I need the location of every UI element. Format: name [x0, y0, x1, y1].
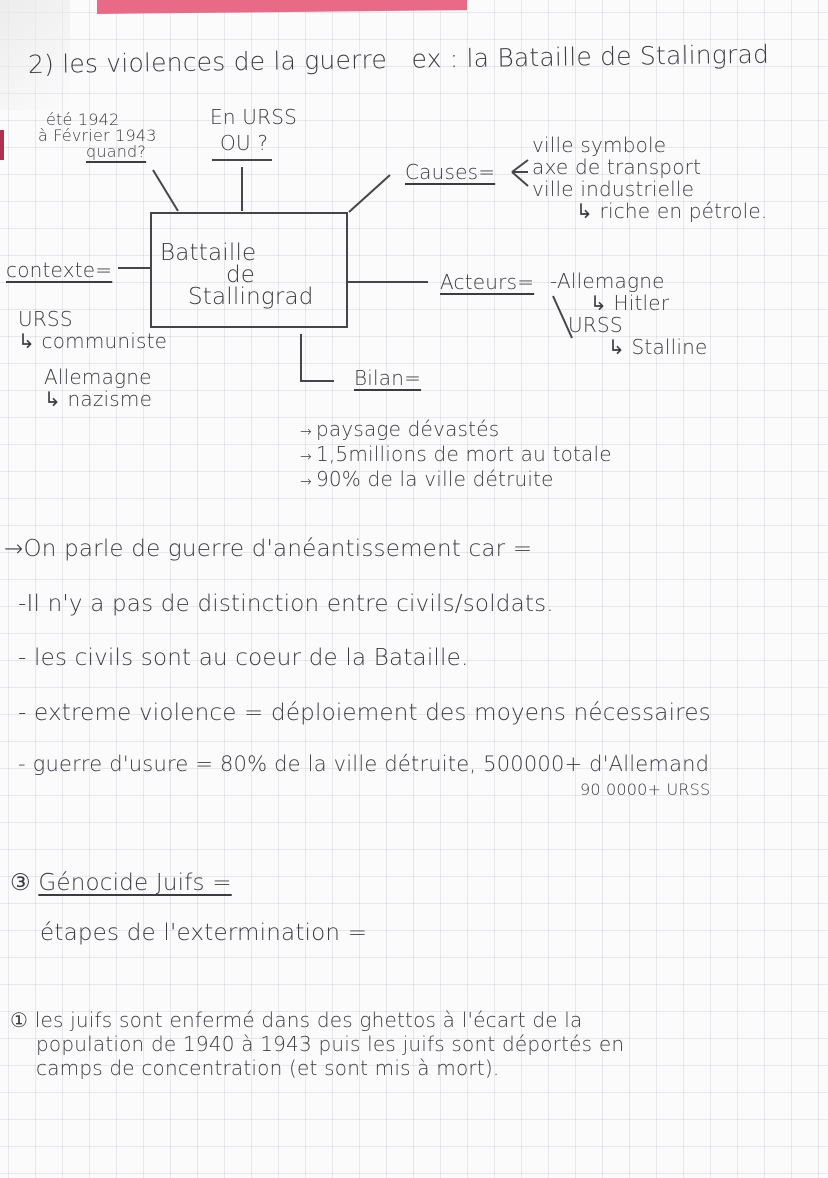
- genocide-heading: ③ Génocide Juifs =: [10, 870, 232, 896]
- aneantissement-point: - extreme violence = déploiement des moy…: [18, 700, 711, 726]
- acteurs-list: -Allemagne ↳ Hitler URSS ↳ Stalline: [550, 270, 708, 358]
- genocide-title: Génocide Juifs =: [38, 870, 232, 896]
- step-line: population de 1940 à 1943 puis les juifs…: [36, 1032, 625, 1056]
- step-number: ①: [10, 1008, 29, 1032]
- contexte-item: URSS: [18, 307, 73, 331]
- quand-date-end: à Février 1943: [38, 126, 157, 145]
- arrow-right-icon: →: [300, 474, 312, 490]
- contexte-item: ↳ nazisme: [44, 387, 153, 411]
- contexte-item: ↳ communiste: [18, 329, 168, 353]
- ou-node: En URSS OU ?: [210, 104, 297, 156]
- bilan-item: →90% de la ville détruite: [300, 467, 554, 491]
- acteurs-label: Acteurs=: [440, 270, 535, 294]
- bilan-label: Bilan=: [354, 366, 422, 390]
- acteur-item: -Allemagne: [550, 269, 665, 293]
- arrow-right-icon: →: [300, 424, 312, 440]
- contexte-list: URSS ↳ communiste Allemagne ↳ nazisme: [18, 308, 167, 410]
- quand-date-start: été 1942: [46, 110, 120, 129]
- aneantissement-heading: →On parle de guerre d'anéantissement car…: [4, 536, 533, 562]
- cause-item: axe de transport: [532, 155, 702, 179]
- section-title-example: ex : la Bataille de Stalingrad: [411, 39, 770, 74]
- bilan-list: →paysage dévastés →1,5millions de mort a…: [300, 418, 612, 493]
- cause-item: ville industrielle: [532, 177, 695, 201]
- contexte-item: Allemagne: [44, 365, 152, 389]
- acteur-item: URSS: [568, 313, 623, 337]
- genocide-subheading: étapes de l'extermination =: [40, 920, 368, 946]
- bilan-item: →paysage dévastés: [300, 417, 500, 441]
- arrow-right-icon: →: [300, 449, 312, 465]
- aneantissement-point: -Il n'y a pas de distinction entre civil…: [18, 591, 554, 617]
- section-title-text: les violences de la guerre: [62, 44, 388, 79]
- quand-label: quand?: [86, 142, 147, 161]
- ou-place: En URSS: [210, 105, 297, 129]
- aneantissement-point: - les civils sont au coeur de la Bataill…: [18, 645, 469, 671]
- ou-label: OU ?: [220, 131, 269, 155]
- cause-item: ↳ riche en pétrole.: [576, 199, 768, 223]
- center-line1: Battaille: [160, 240, 257, 266]
- genocide-number: ③: [10, 870, 31, 896]
- section-marker: 2): [27, 49, 55, 79]
- step-line: camps de concentration (et sont mis à mo…: [36, 1056, 500, 1080]
- section-title: 2) les violences de la guerre ex : la Ba…: [28, 40, 769, 79]
- acteur-item: ↳ Stalline: [608, 335, 708, 359]
- cause-item: ville symbole: [532, 133, 667, 157]
- center-line3: Stallingrad: [188, 284, 314, 310]
- causes-list: ville symbole axe de transport ville ind…: [532, 134, 767, 222]
- acteur-item: ↳ Hitler: [590, 291, 670, 315]
- diagram-center-box: [150, 212, 348, 328]
- center-line2: de: [226, 262, 256, 288]
- genocide-step-1: ① les juifs sont enfermé dans des ghetto…: [10, 1008, 624, 1080]
- margin-mark: [0, 130, 4, 160]
- contexte-label: contexte=: [6, 258, 113, 282]
- pink-tab-strip: [97, 0, 467, 15]
- aneantissement-subnote: 90 0000+ URSS: [580, 780, 711, 799]
- causes-label: Causes=: [405, 160, 496, 184]
- step-line: les juifs sont enfermé dans des ghettos …: [34, 1008, 583, 1032]
- page-corner-fold: [0, 0, 70, 110]
- quand-node: été 1942 à Février 1943 quand?: [38, 112, 157, 160]
- aneantissement-point: - guerre d'usure = 80% de la ville détru…: [18, 752, 710, 776]
- center-title: Battaille de Stallingrad: [160, 240, 314, 310]
- bilan-item: →1,5millions de mort au totale: [300, 442, 612, 466]
